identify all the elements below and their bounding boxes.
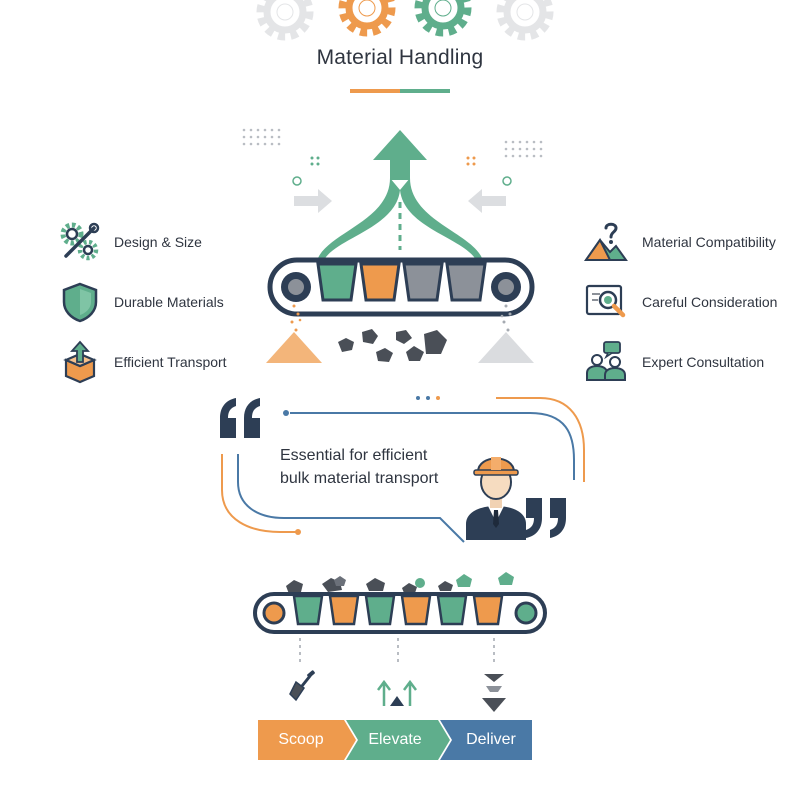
- feature-careful-consideration: Careful Consideration: [584, 280, 794, 324]
- feature-label: Design & Size: [114, 234, 202, 250]
- feature-label: Durable Materials: [114, 294, 224, 310]
- quote-line-1: Essential for efficient: [280, 447, 428, 464]
- arrow-left-icon: [468, 189, 506, 213]
- arrow-right-icon: [294, 189, 332, 213]
- shield-icon: [62, 282, 98, 323]
- title-underline: [350, 89, 450, 93]
- step-deliver-shape: [440, 720, 532, 760]
- box-up-arrow-icon: [63, 340, 97, 384]
- up-arrows-icon: [377, 679, 417, 706]
- feature-label: Expert Consultation: [642, 354, 765, 370]
- rocks-on-buckets: [286, 572, 514, 594]
- magnifier-document-icon: [585, 284, 626, 318]
- feature-durable-materials: Durable Materials: [58, 280, 278, 324]
- open-quote-icon: [220, 398, 260, 438]
- step-connectors: [289, 638, 506, 712]
- page-title: Material Handling: [316, 46, 484, 69]
- gear-gray-right-icon: [501, 0, 549, 36]
- conveyor-buckets-bottom: [292, 594, 504, 626]
- bottom-pulley-right: [514, 601, 538, 625]
- dot-grid-left: [242, 128, 281, 146]
- quote-text: Essential for efficient bulk material tr…: [280, 444, 480, 490]
- main-conveyor-diagram: [242, 128, 543, 363]
- quote-line-2: bulk material transport: [280, 470, 439, 487]
- gear-green-icon: [419, 0, 467, 32]
- step-label: Deliver: [466, 731, 516, 748]
- orange-material-pile: [266, 332, 322, 363]
- gear-orange-icon: [343, 0, 391, 32]
- step-elevate-shape: [346, 720, 450, 760]
- feature-expert-consultation: Expert Consultation: [584, 340, 794, 384]
- feature-design-size: Design & Size: [58, 220, 278, 264]
- step-elevate: Elevate: [352, 720, 438, 760]
- gray-material-pile: [478, 332, 534, 363]
- dot-grid-right: [504, 140, 543, 158]
- gear-gray-left-icon: [261, 0, 309, 36]
- feature-label: Careful Consideration: [642, 294, 778, 310]
- close-quote-icon: [526, 498, 566, 538]
- feature-material-compatibility: Material Compatibility: [584, 220, 794, 264]
- feature-label: Material Compatibility: [642, 234, 776, 250]
- big-up-arrow-icon: [318, 130, 482, 260]
- gears-wrench-icon: [60, 222, 100, 261]
- quote-frame: [220, 396, 585, 543]
- header-gears: [240, 0, 570, 50]
- people-chat-icon: [586, 341, 626, 381]
- step-label: Elevate: [368, 731, 422, 748]
- shovel-icon: [289, 670, 315, 702]
- feature-efficient-transport: Efficient Transport: [58, 340, 278, 384]
- rocks: [338, 329, 447, 362]
- engineer-avatar: [466, 457, 526, 540]
- step-scoop: Scoop: [258, 720, 344, 760]
- conveyor-buckets-top: [316, 262, 487, 302]
- bottom-pulley-left: [262, 601, 286, 625]
- question-mountain-icon: [584, 222, 628, 261]
- funnel-icon: [482, 674, 506, 712]
- process-steps: [258, 720, 532, 760]
- bottom-conveyor-diagram: [253, 572, 547, 634]
- feature-label: Efficient Transport: [114, 354, 227, 370]
- step-deliver: Deliver: [450, 720, 532, 760]
- step-label: Scoop: [278, 731, 324, 748]
- step-scoop-shape: [258, 720, 356, 760]
